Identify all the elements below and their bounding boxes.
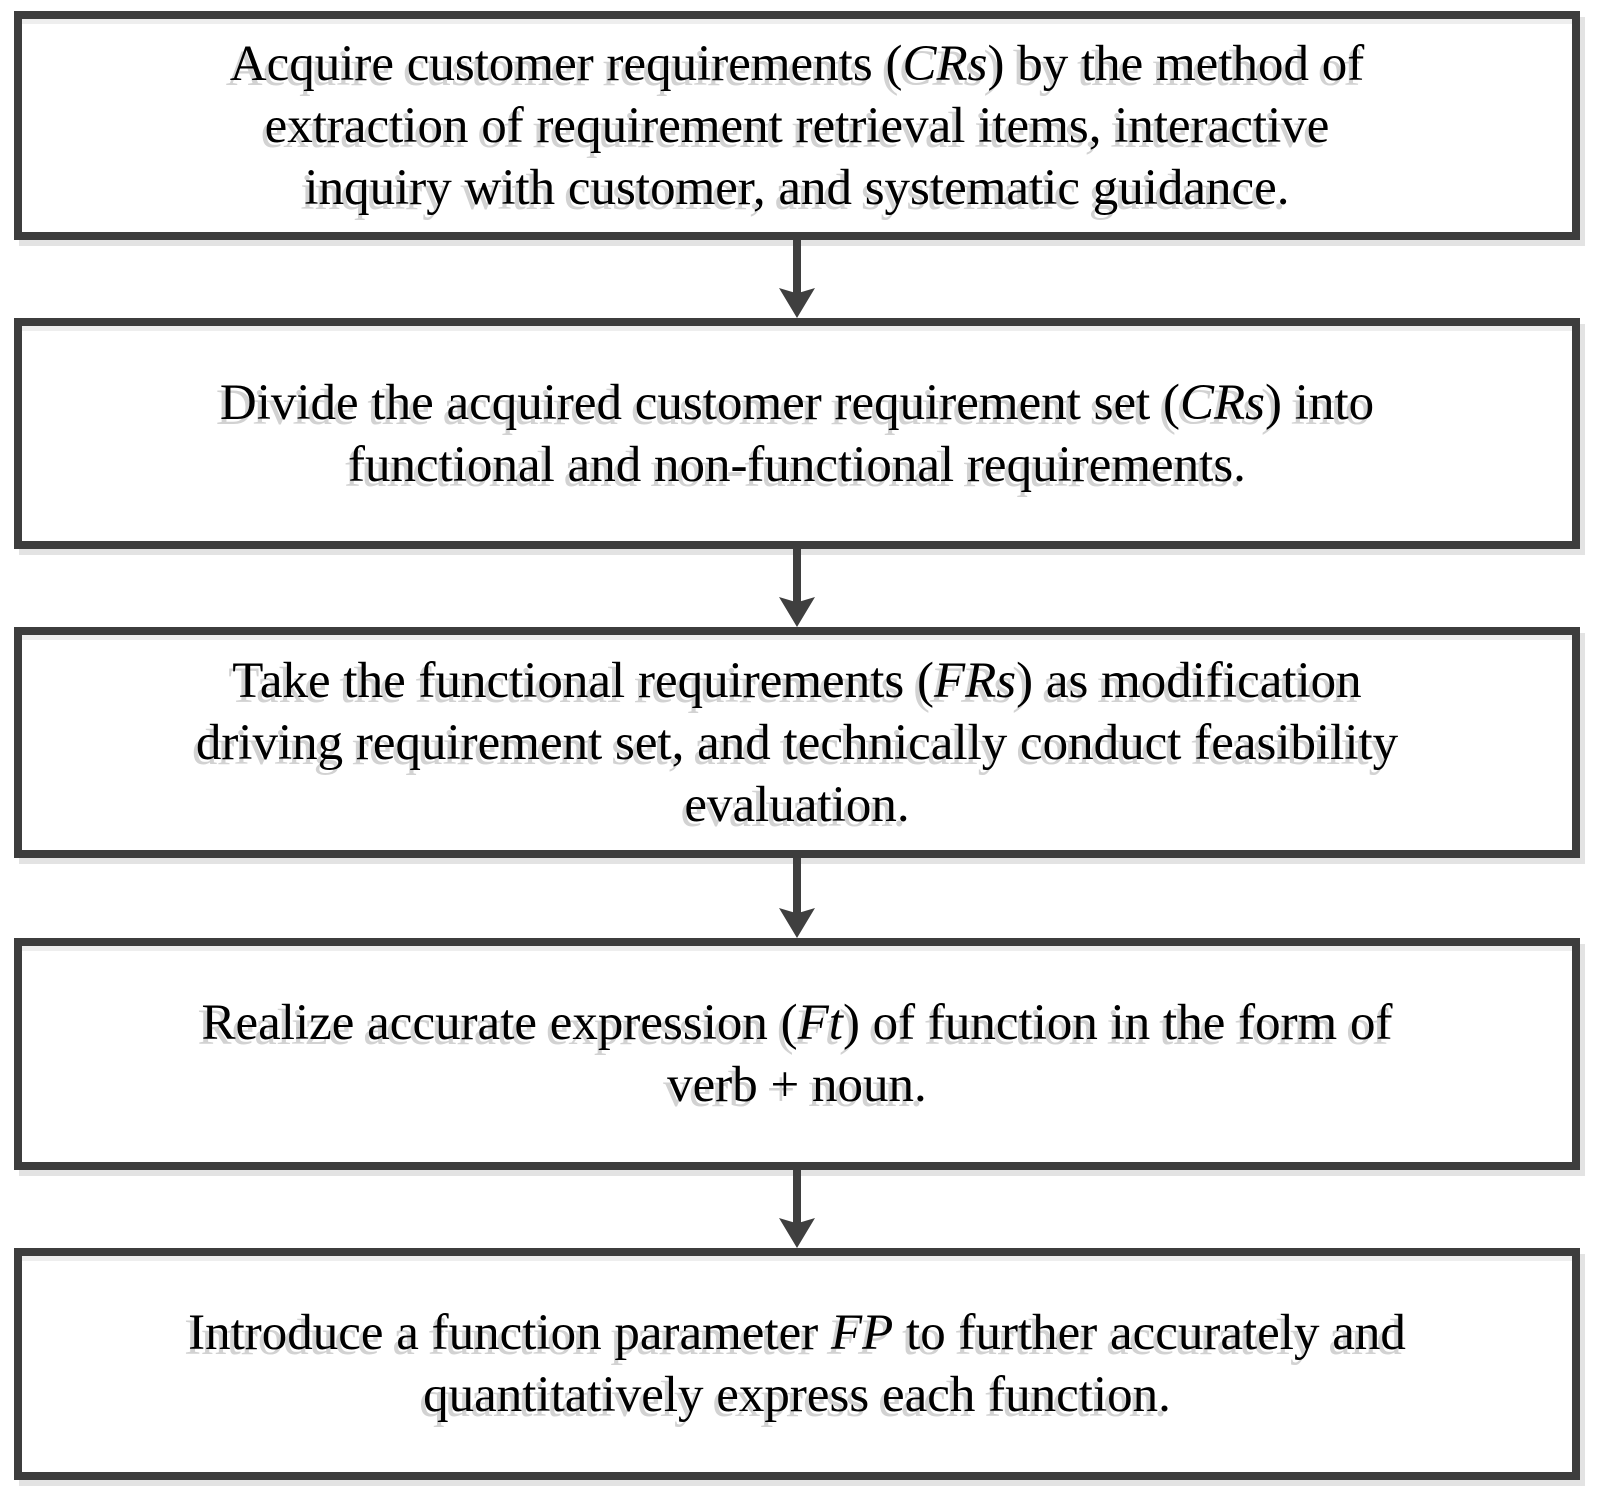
text-line: Divide the acquired customer requirement… bbox=[219, 374, 1375, 431]
flow-step-3-text: Take the functional requirements (FRs) a… bbox=[196, 650, 1398, 836]
flow-step-1: Acquire customer requirements (CRs) by t… bbox=[14, 11, 1580, 240]
arrow-stem bbox=[793, 858, 801, 914]
flow-step-3: Take the functional requirements (FRs) a… bbox=[14, 627, 1580, 858]
flow-arrow-4 bbox=[14, 1170, 1580, 1248]
text-line: inquiry with customer, and systematic gu… bbox=[304, 159, 1290, 216]
text-line: quantitatively express each function. bbox=[423, 1367, 1171, 1423]
text-line: driving requirement set, and technically… bbox=[195, 714, 1399, 771]
flow-step-2-text: Divide the acquired customer requirement… bbox=[220, 372, 1374, 496]
arrow-stem bbox=[793, 1170, 801, 1226]
text-line: Take the functional requirements (FRs) a… bbox=[232, 652, 1362, 709]
text-line: verb + noun. bbox=[667, 1057, 927, 1113]
flow-step-5-text: Introduce a function parameter FP to fur… bbox=[188, 1302, 1406, 1426]
text-line: evaluation. bbox=[684, 776, 910, 833]
flow-arrow-3 bbox=[14, 858, 1580, 938]
flow-step-2: Divide the acquired customer requirement… bbox=[14, 318, 1580, 549]
text-line: functional and non-functional requiremen… bbox=[348, 436, 1246, 493]
arrow-stem bbox=[793, 240, 801, 296]
flow-step-4-text: Realize accurate expression (Ft) of func… bbox=[202, 992, 1393, 1116]
flow-arrow-2 bbox=[14, 549, 1580, 627]
flow-arrow-1 bbox=[14, 240, 1580, 318]
text-line: Realize accurate expression (Ft) of func… bbox=[201, 995, 1393, 1051]
text-line: extraction of requirement retrieval item… bbox=[264, 97, 1330, 154]
text-line: Introduce a function parameter FP to fur… bbox=[188, 1305, 1406, 1361]
flow-step-1-text: Acquire customer requirements (CRs) by t… bbox=[230, 33, 1364, 219]
flow-step-5: Introduce a function parameter FP to fur… bbox=[14, 1248, 1580, 1480]
flow-step-4: Realize accurate expression (Ft) of func… bbox=[14, 938, 1580, 1170]
text-line: Acquire customer requirements (CRs) by t… bbox=[229, 35, 1365, 92]
arrow-stem bbox=[793, 549, 801, 605]
